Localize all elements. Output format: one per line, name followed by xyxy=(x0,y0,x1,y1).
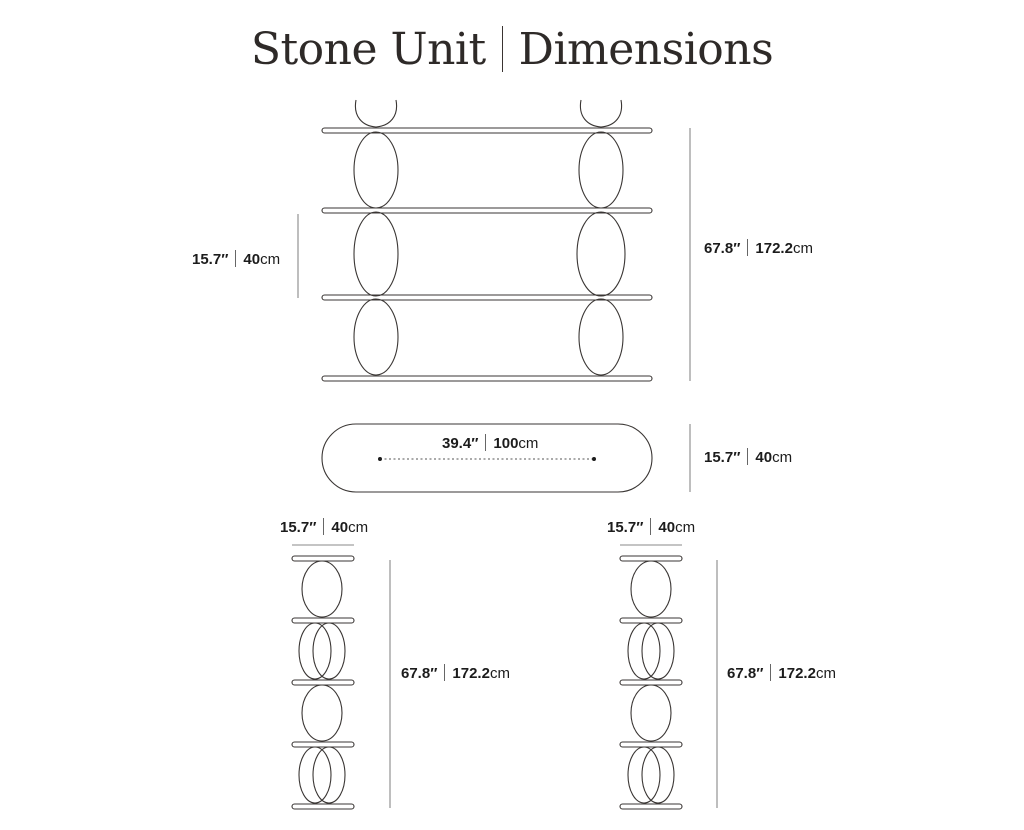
top-view xyxy=(321,423,691,493)
side-a-shelf-4 xyxy=(291,741,355,748)
top-width-end-right xyxy=(592,457,596,461)
title-section: Dimensions xyxy=(518,24,774,75)
side-b-depth-label: 15.7″40cm xyxy=(607,518,696,536)
side-a-stone-2a xyxy=(298,622,332,680)
side-b-shelf-2 xyxy=(619,617,683,624)
side-view-a xyxy=(291,544,391,810)
front-stone-right-1 xyxy=(578,131,624,209)
front-view xyxy=(297,99,691,382)
front-stone-left-3 xyxy=(353,298,399,376)
side-a-depth-label: 15.7″40cm xyxy=(280,518,369,536)
top-width-end-left xyxy=(378,457,382,461)
side-b-stone-3 xyxy=(630,684,672,742)
side-b-stone-2a xyxy=(627,622,661,680)
side-a-stone-3 xyxy=(301,684,343,742)
side-b-stone-4b xyxy=(641,746,675,804)
side-b-shelf-1 xyxy=(619,555,683,562)
front-shelf-1 xyxy=(321,127,653,134)
top-view-outline xyxy=(321,423,653,493)
front-shelf-3 xyxy=(321,294,653,301)
side-b-stone-4a xyxy=(627,746,661,804)
shelf-spacing-label: 15.7″40cm xyxy=(192,250,281,268)
side-a-shelf-3 xyxy=(291,679,355,686)
top-depth-label: 15.7″40cm xyxy=(704,448,793,466)
side-a-stone-2b xyxy=(312,622,346,680)
side-b-shelf-4 xyxy=(619,741,683,748)
page-title: Stone Unit Dimensions xyxy=(0,24,1024,75)
side-a-stone-4a xyxy=(298,746,332,804)
side-a-stone-1 xyxy=(301,560,343,618)
title-product: Stone Unit xyxy=(250,24,486,75)
top-width-label: 39.4″100cm xyxy=(442,434,539,452)
side-b-stone-2b xyxy=(641,622,675,680)
front-height-label: 67.8″172.2cm xyxy=(704,239,813,257)
front-stone-right-3 xyxy=(578,298,624,376)
front-stone-right-top-partial xyxy=(579,99,623,128)
side-view-b xyxy=(619,544,718,810)
side-b-stone-1 xyxy=(630,560,672,618)
side-a-base xyxy=(291,803,355,810)
side-a-stone-4b xyxy=(312,746,346,804)
front-shelf-4 xyxy=(321,375,653,382)
front-stone-left-1 xyxy=(353,131,399,209)
side-a-shelf-1 xyxy=(291,555,355,562)
front-stone-right-2 xyxy=(576,211,626,297)
side-b-height-label: 67.8″172.2cm xyxy=(727,664,836,682)
front-stone-left-top-partial xyxy=(354,99,398,128)
front-stone-left-2 xyxy=(353,211,399,297)
title-divider xyxy=(501,26,503,72)
side-a-shelf-2 xyxy=(291,617,355,624)
side-a-height-label: 67.8″172.2cm xyxy=(401,664,510,682)
front-shelf-2 xyxy=(321,207,653,214)
side-b-base xyxy=(619,803,683,810)
side-b-shelf-3 xyxy=(619,679,683,686)
